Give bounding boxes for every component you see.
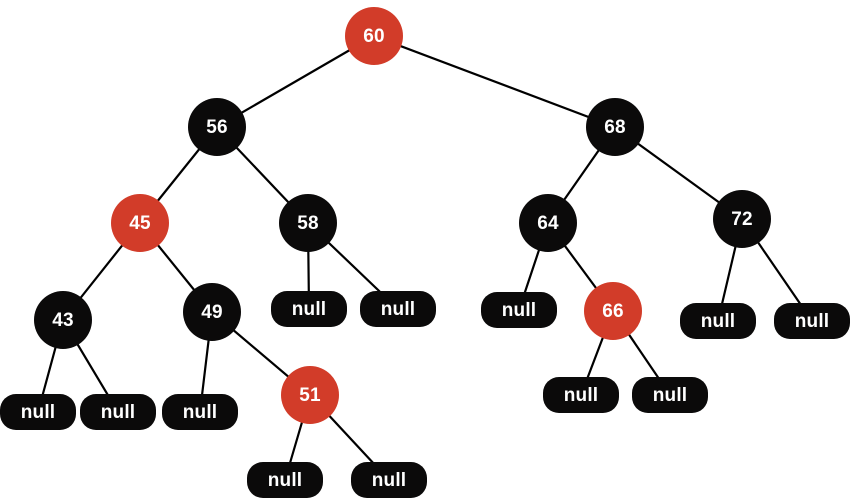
node-label: null <box>794 310 830 332</box>
node-label: null <box>100 401 136 423</box>
tree-node-72[interactable]: 72 <box>713 190 771 248</box>
tree-node-56[interactable]: 56 <box>188 98 246 156</box>
node-label: 56 <box>206 116 228 138</box>
node-label: 66 <box>602 300 624 322</box>
tree-node-58[interactable]: 58 <box>279 194 337 252</box>
node-label: 58 <box>297 212 319 234</box>
node-label: 43 <box>52 309 74 331</box>
tree-node-51[interactable]: 51 <box>281 366 339 424</box>
tree-null-node[interactable]: null <box>481 292 557 328</box>
node-label: null <box>291 298 327 320</box>
tree-node-68[interactable]: 68 <box>586 98 644 156</box>
tree-node-64[interactable]: 64 <box>519 194 577 252</box>
node-label: 72 <box>731 208 753 230</box>
tree-null-node[interactable]: null <box>80 394 156 430</box>
tree-null-node[interactable]: null <box>0 394 76 430</box>
tree-node-66[interactable]: 66 <box>584 282 642 340</box>
tree-null-node[interactable]: null <box>360 291 436 327</box>
tree-null-node[interactable]: null <box>632 377 708 413</box>
node-label: 68 <box>604 116 626 138</box>
node-label: null <box>20 401 56 423</box>
node-label: 49 <box>201 301 223 323</box>
tree-null-node[interactable]: null <box>774 303 850 339</box>
tree-null-node[interactable]: null <box>162 394 238 430</box>
node-label: 45 <box>129 212 151 234</box>
node-label: 51 <box>299 384 321 406</box>
tree-node-43[interactable]: 43 <box>34 291 92 349</box>
tree-null-node[interactable]: null <box>543 377 619 413</box>
node-label: 60 <box>363 25 385 47</box>
node-label: null <box>267 469 303 491</box>
tree-node-60[interactable]: 60 <box>345 7 403 65</box>
node-label: null <box>501 299 537 321</box>
node-label: null <box>182 401 218 423</box>
node-label: null <box>652 384 688 406</box>
tree-null-node[interactable]: null <box>271 291 347 327</box>
node-label: null <box>380 298 416 320</box>
tree-edge <box>372 34 617 129</box>
tree-edge <box>215 34 376 129</box>
tree-null-node[interactable]: null <box>351 462 427 498</box>
tree-null-node[interactable]: null <box>247 462 323 498</box>
tree-null-node[interactable]: null <box>680 303 756 339</box>
node-label: null <box>700 310 736 332</box>
tree-node-45[interactable]: 45 <box>111 194 169 252</box>
node-label: null <box>563 384 599 406</box>
node-label: 64 <box>537 212 559 234</box>
tree-node-49[interactable]: 49 <box>183 283 241 341</box>
node-label: null <box>371 469 407 491</box>
